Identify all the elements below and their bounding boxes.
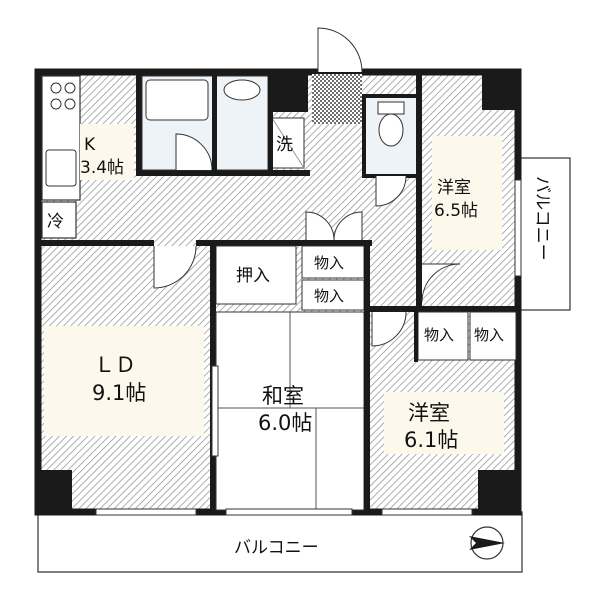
storage-closet — [417, 311, 469, 361]
storage-closet — [301, 245, 365, 279]
yoshitsu-lower-name: 洋室 — [408, 401, 450, 425]
refrigerator-label: 冷 — [47, 212, 64, 232]
ld-name: ＬＤ — [94, 353, 136, 377]
ld-size: 9.1帖 — [92, 381, 146, 405]
side-balcony — [517, 157, 571, 311]
oshiire-label: 押入 — [236, 266, 270, 286]
balcony-side-label: バルコニー — [532, 176, 552, 261]
wall — [212, 240, 372, 246]
wall — [364, 240, 370, 512]
washer-label: 洗 — [276, 135, 293, 155]
toilet-bowl — [378, 113, 404, 147]
yoshitsu-lower-size: 6.1帖 — [404, 428, 458, 452]
wall — [38, 240, 154, 246]
kitchen-floor — [80, 124, 134, 180]
wall — [212, 72, 217, 176]
wall — [268, 72, 273, 176]
balcony-bottom-label: バルコニー — [234, 538, 319, 558]
wall — [370, 306, 518, 312]
refrigerator-space — [41, 201, 77, 239]
toilet-tank — [377, 101, 405, 115]
stove-burner — [64, 98, 76, 110]
wall — [196, 240, 214, 246]
door-swing — [175, 133, 213, 171]
door-swing — [333, 211, 363, 241]
stove-burner — [50, 82, 62, 94]
entrance-tile — [312, 74, 362, 124]
storage-label-3: 物入 — [424, 326, 454, 344]
ld-floor — [44, 326, 204, 436]
compass-icon — [469, 526, 505, 560]
door-swing — [305, 211, 335, 241]
storage-closet — [301, 279, 365, 311]
stove-burner — [64, 82, 76, 94]
window — [95, 508, 197, 516]
kitchen-name: K — [84, 135, 96, 155]
washitsu-size: 6.0帖 — [258, 411, 312, 435]
yoshitsu-upper-name: 洋室 — [437, 178, 471, 198]
kitchen-size: 3.4帖 — [80, 158, 124, 178]
bathtub — [145, 79, 209, 121]
storage-closet — [469, 311, 517, 361]
door-swing — [371, 311, 407, 347]
washbasin — [223, 79, 261, 101]
window — [514, 179, 522, 277]
window — [225, 508, 353, 516]
entrance-door-swing — [317, 27, 363, 73]
storage-label-4: 物入 — [474, 326, 504, 344]
door-swing — [375, 175, 407, 207]
washitsu-name: 和室 — [262, 384, 304, 408]
column — [478, 470, 520, 514]
yoshitsu-upper-size: 6.5帖 — [434, 201, 478, 221]
window — [381, 508, 473, 516]
column — [36, 470, 72, 514]
washer-diagonal — [271, 117, 305, 169]
door-swing — [421, 263, 461, 303]
storage-label-1: 物入 — [314, 254, 344, 272]
wall — [136, 170, 310, 176]
wall — [136, 72, 142, 176]
wall — [414, 312, 418, 362]
wall — [416, 72, 422, 308]
storage-label-2: 物入 — [314, 287, 344, 305]
oshiire-closet — [215, 245, 297, 305]
yoshitsu-lower-floor — [384, 392, 504, 454]
yoshitsu-upper-floor — [432, 136, 502, 250]
kitchen-sink — [45, 149, 77, 187]
stove-burner — [50, 98, 62, 110]
column — [482, 70, 520, 110]
column — [268, 70, 308, 112]
door-swing — [153, 245, 197, 289]
window — [211, 365, 219, 457]
